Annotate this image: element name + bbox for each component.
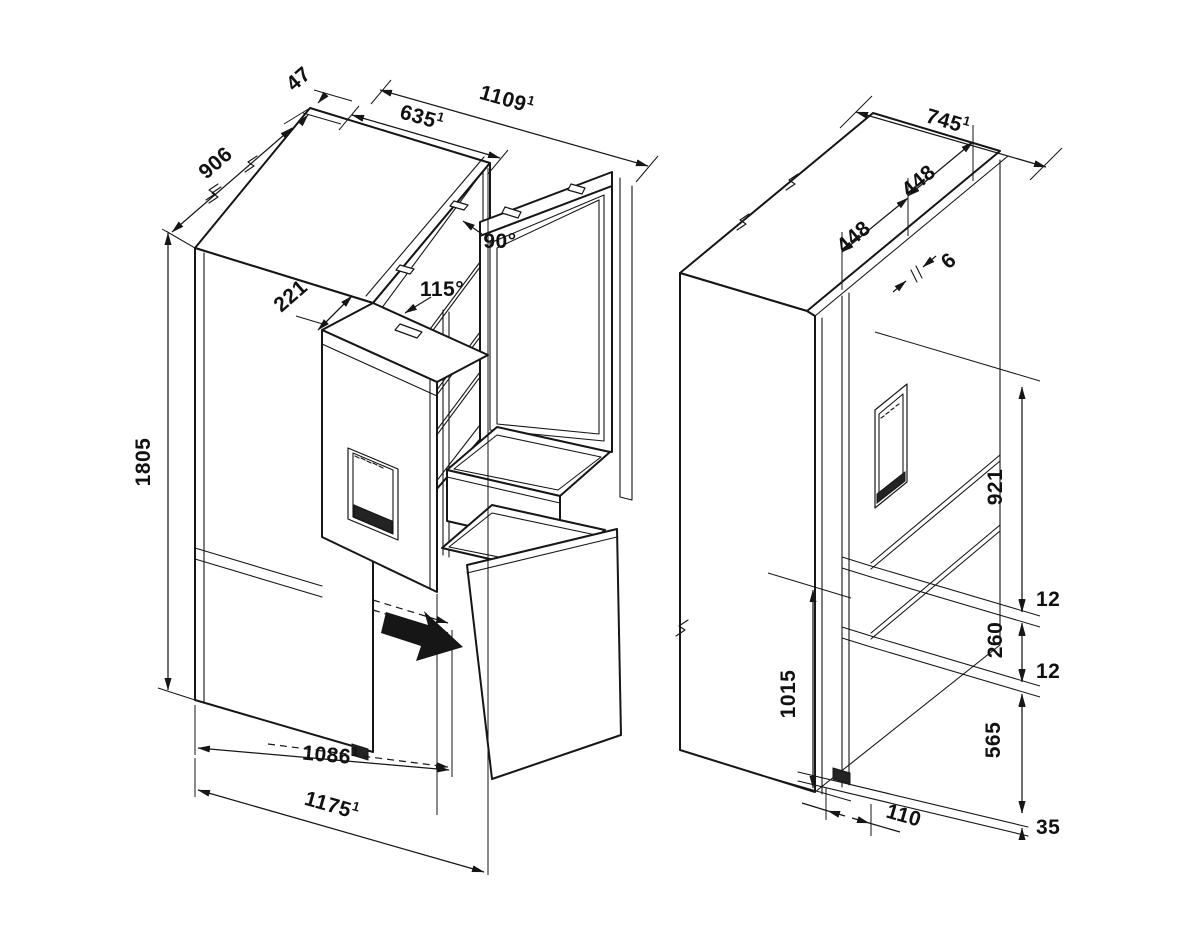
dim-110: 110 xyxy=(801,788,924,836)
dim-35-label: 35 xyxy=(1036,816,1060,839)
door-drawer-split xyxy=(194,547,323,598)
door-handle-edge xyxy=(619,177,633,501)
door-face-line xyxy=(321,343,438,397)
top-face xyxy=(679,112,1001,312)
drawer-front-top-edge xyxy=(870,524,1001,640)
dim-6: 6 xyxy=(892,248,961,293)
door-gap-lines xyxy=(841,556,872,648)
door-gasket-inner xyxy=(496,199,600,435)
dim-1015: 1015 xyxy=(767,572,852,802)
front-right-edge xyxy=(814,159,1001,793)
water-dispenser-icon xyxy=(874,383,908,509)
top-frame-edge xyxy=(365,156,485,297)
break-mark xyxy=(208,155,258,204)
angle-90: 90° xyxy=(462,220,516,253)
dim-1805: 1805 xyxy=(132,228,196,701)
hinge-detail xyxy=(395,264,415,275)
dim-12-lower-label: 12 xyxy=(1036,660,1060,683)
dim-1086-label: 10861 xyxy=(301,740,359,770)
angle-115-label: 115° xyxy=(420,278,464,301)
foot xyxy=(832,767,851,785)
base-rail xyxy=(797,771,1029,837)
drip-tray xyxy=(353,504,393,534)
dim-chain-right: 921 12 260 12 565 35 xyxy=(870,331,1060,840)
door-gasket-outer xyxy=(489,194,605,442)
dim-1175: 11751 xyxy=(194,758,485,873)
drip-tray xyxy=(876,470,906,505)
door-latch xyxy=(567,183,586,195)
dim-1175-label: 11751 xyxy=(302,785,362,824)
right-view: 7451 448 448 6 921 12 260 xyxy=(675,95,1063,840)
dim-110-label: 110 xyxy=(884,800,924,832)
left-view: 906 47 6351 11091 90° 115° xyxy=(132,62,659,875)
water-dispenser-icon xyxy=(347,447,399,541)
drawer-front-top-edge xyxy=(870,454,1001,570)
hinge-detail xyxy=(449,200,469,211)
dim-1109-label: 11091 xyxy=(477,79,537,118)
break-mark xyxy=(675,619,689,637)
dim-12-upper-label: 12 xyxy=(1036,588,1060,611)
dim-921-label: 921 xyxy=(984,469,1007,506)
dim-906-label: 906 xyxy=(194,142,237,183)
dim-565-label: 565 xyxy=(982,722,1005,759)
door-control-panel xyxy=(394,323,423,339)
left-door-open-115 xyxy=(321,302,489,593)
dim-6-label: 6 xyxy=(937,248,961,273)
angle-90-label: 90° xyxy=(483,230,516,253)
pull-direction-arrow-icon xyxy=(381,611,463,661)
door-inner-face xyxy=(479,185,613,453)
pullout-guide-dashed xyxy=(372,599,449,624)
dim-1015-label: 1015 xyxy=(777,670,800,719)
dim-260-label: 260 xyxy=(984,622,1007,659)
door-latch xyxy=(501,206,522,219)
angle-115: 115° xyxy=(404,278,464,314)
door-gap-tick xyxy=(910,265,923,283)
lower-drawer-front-line xyxy=(466,536,618,574)
front-edge-lines xyxy=(821,292,850,795)
door-top-edge xyxy=(814,155,1009,317)
upper-drawer-front-line xyxy=(446,476,561,504)
lower-drawer-front xyxy=(466,528,622,780)
dim-1086: 10861 xyxy=(194,594,453,815)
side-panel xyxy=(679,272,816,793)
break-mark xyxy=(736,173,799,231)
dim-47-label: 47 xyxy=(282,62,315,95)
dim-1805-label: 1805 xyxy=(132,438,155,487)
fridge-cabinet-closed xyxy=(675,112,1029,837)
dim-635-label: 6351 xyxy=(397,99,446,135)
right-door-open-90 xyxy=(479,171,633,501)
upper-drawer-rim-inner xyxy=(453,434,602,491)
